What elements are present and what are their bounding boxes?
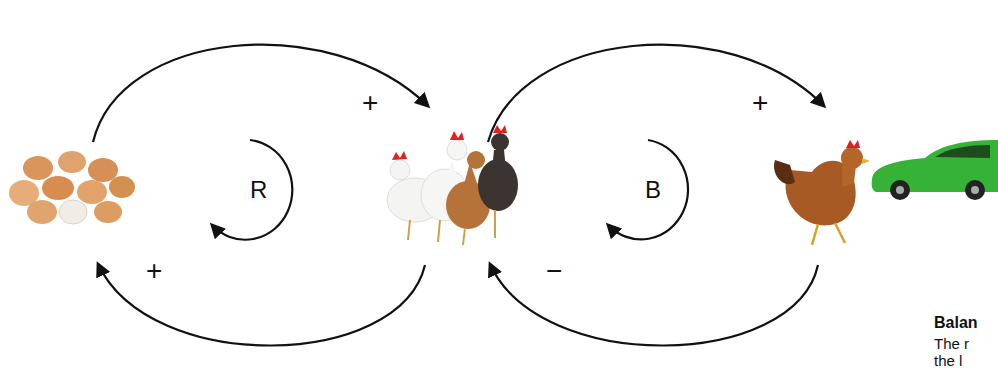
polarity-sign: +: [362, 88, 378, 119]
body-text-fragment: The r: [934, 336, 969, 353]
loop-circle: [608, 140, 688, 239]
loop-label: R: [250, 177, 267, 203]
loop-label: B: [645, 177, 661, 203]
polarity-sign: +: [146, 256, 162, 287]
eggs-picture: [9, 151, 135, 224]
body-text-fragment: the l: [934, 353, 962, 370]
car-picture: [872, 140, 998, 200]
loop-arrow: [93, 45, 428, 142]
chickens-picture: [387, 125, 518, 245]
heading-fragment: Balan: [934, 314, 978, 332]
hen-picture: [774, 140, 870, 245]
loop-circle: [212, 140, 292, 240]
polarity-sign: +: [752, 88, 768, 119]
polarity-sign: −: [546, 256, 562, 287]
loop-arrow: [488, 45, 824, 142]
loop-arrow: [490, 264, 818, 346]
